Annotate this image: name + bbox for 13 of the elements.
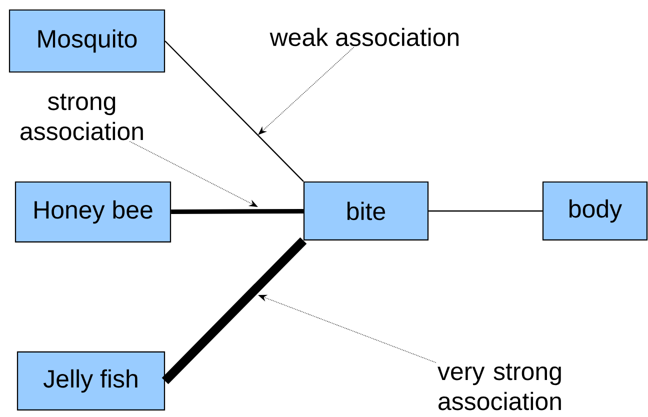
- connector-line: [171, 208, 304, 214]
- connector-line: [428, 210, 542, 212]
- process-box: body: [542, 181, 648, 241]
- annotation-text: weak association: [270, 28, 459, 46]
- connector-line: [164, 40, 304, 182]
- annotation-text: strong association: [20, 94, 143, 140]
- process-box: Honey bee: [14, 181, 172, 243]
- leader-line: [258, 47, 354, 135]
- annotation-text: very strong association: [438, 364, 561, 410]
- connector-line: [162, 237, 307, 384]
- process-box: bite: [303, 181, 429, 241]
- process-box: Mosquito: [8, 9, 166, 73]
- process-box: Jelly fish: [16, 351, 166, 411]
